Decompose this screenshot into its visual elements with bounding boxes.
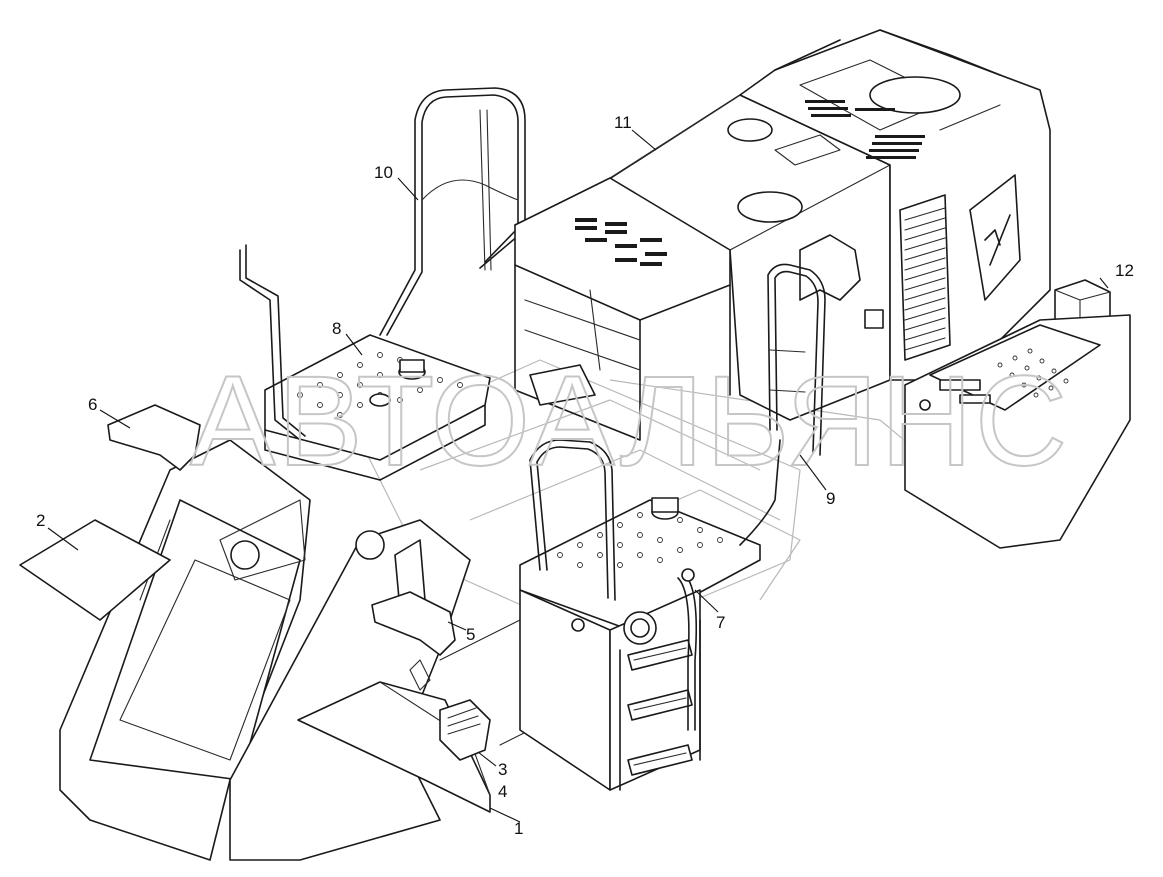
callout-2: 2 xyxy=(36,511,45,530)
callout-11: 11 xyxy=(614,113,632,132)
part-5-bracket xyxy=(371,591,456,656)
callout-1: 1 xyxy=(514,819,523,838)
watermark-text: АВТОАЛЬЯНС xyxy=(190,350,1069,493)
callout-3: 3 xyxy=(498,760,507,779)
part-7-hose xyxy=(677,568,697,731)
part-8-left-platform xyxy=(239,244,491,481)
engine-hood xyxy=(739,29,1051,381)
callout-7: 7 xyxy=(716,613,725,632)
callout-12: 12 xyxy=(1115,261,1134,280)
callout-6: 6 xyxy=(88,395,97,414)
part-6-bracket xyxy=(107,404,201,471)
vent-slots-hood xyxy=(805,100,925,159)
part-3-4-step xyxy=(439,699,491,761)
callouts: 1 2 3 4 5 6 7 8 9 10 11 12 xyxy=(36,113,1134,838)
vent-slots-11 xyxy=(575,218,667,266)
right-rear-fender xyxy=(904,314,1131,549)
part-10-handrail xyxy=(379,87,526,336)
callout-10: 10 xyxy=(374,163,393,182)
callout-4: 4 xyxy=(498,782,507,801)
callout-5: 5 xyxy=(466,625,475,644)
callout-8: 8 xyxy=(332,319,341,338)
part-2-plate xyxy=(19,519,171,621)
callout-9: 9 xyxy=(826,489,835,508)
part-9-handrail xyxy=(529,263,826,601)
part-11-center-hood xyxy=(514,94,891,441)
right-fuel-tank xyxy=(519,497,761,791)
